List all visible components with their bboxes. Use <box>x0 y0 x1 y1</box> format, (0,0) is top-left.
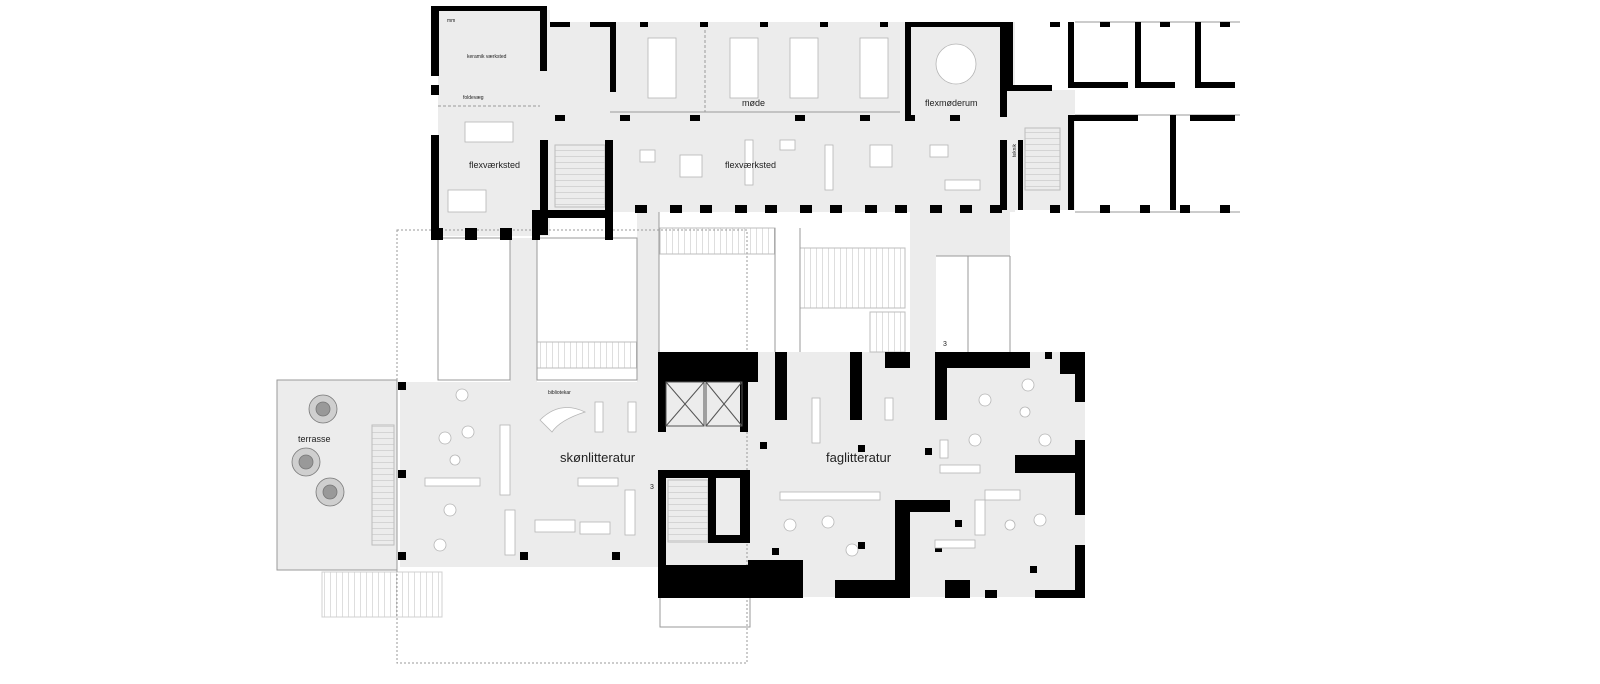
label-bibliotekar: bibliotekar <box>548 390 571 396</box>
stairs <box>321 127 1061 618</box>
label-faglitteratur: faglitteratur <box>826 450 892 465</box>
label-skonlitteratur: skønlitteratur <box>560 450 636 465</box>
label-mm: mm <box>447 18 455 24</box>
tree-icon <box>291 394 345 507</box>
label-mode: møde <box>742 98 765 108</box>
furniture <box>424 37 1052 557</box>
room-labels: mm keramik værksted foldevæg flexværkste… <box>298 18 1018 491</box>
level-marker-lower: 3 <box>650 484 654 491</box>
label-flexvaerksted-center: flexværksted <box>725 160 776 170</box>
label-foldevaeg: foldevæg <box>463 95 484 101</box>
label-terrasse: terrasse <box>298 434 331 444</box>
outline-lines <box>276 21 1240 664</box>
label-flexvaerksted-left: flexværksted <box>469 160 520 170</box>
walls <box>398 6 1235 598</box>
elevators <box>665 381 743 427</box>
label-keramik-vaerksted: keramik værksted <box>467 54 507 60</box>
label-flexmoderum: flexmøderum <box>925 98 978 108</box>
level-marker-upper: 3 <box>943 341 947 348</box>
label-teknik: teknik <box>1012 143 1018 157</box>
